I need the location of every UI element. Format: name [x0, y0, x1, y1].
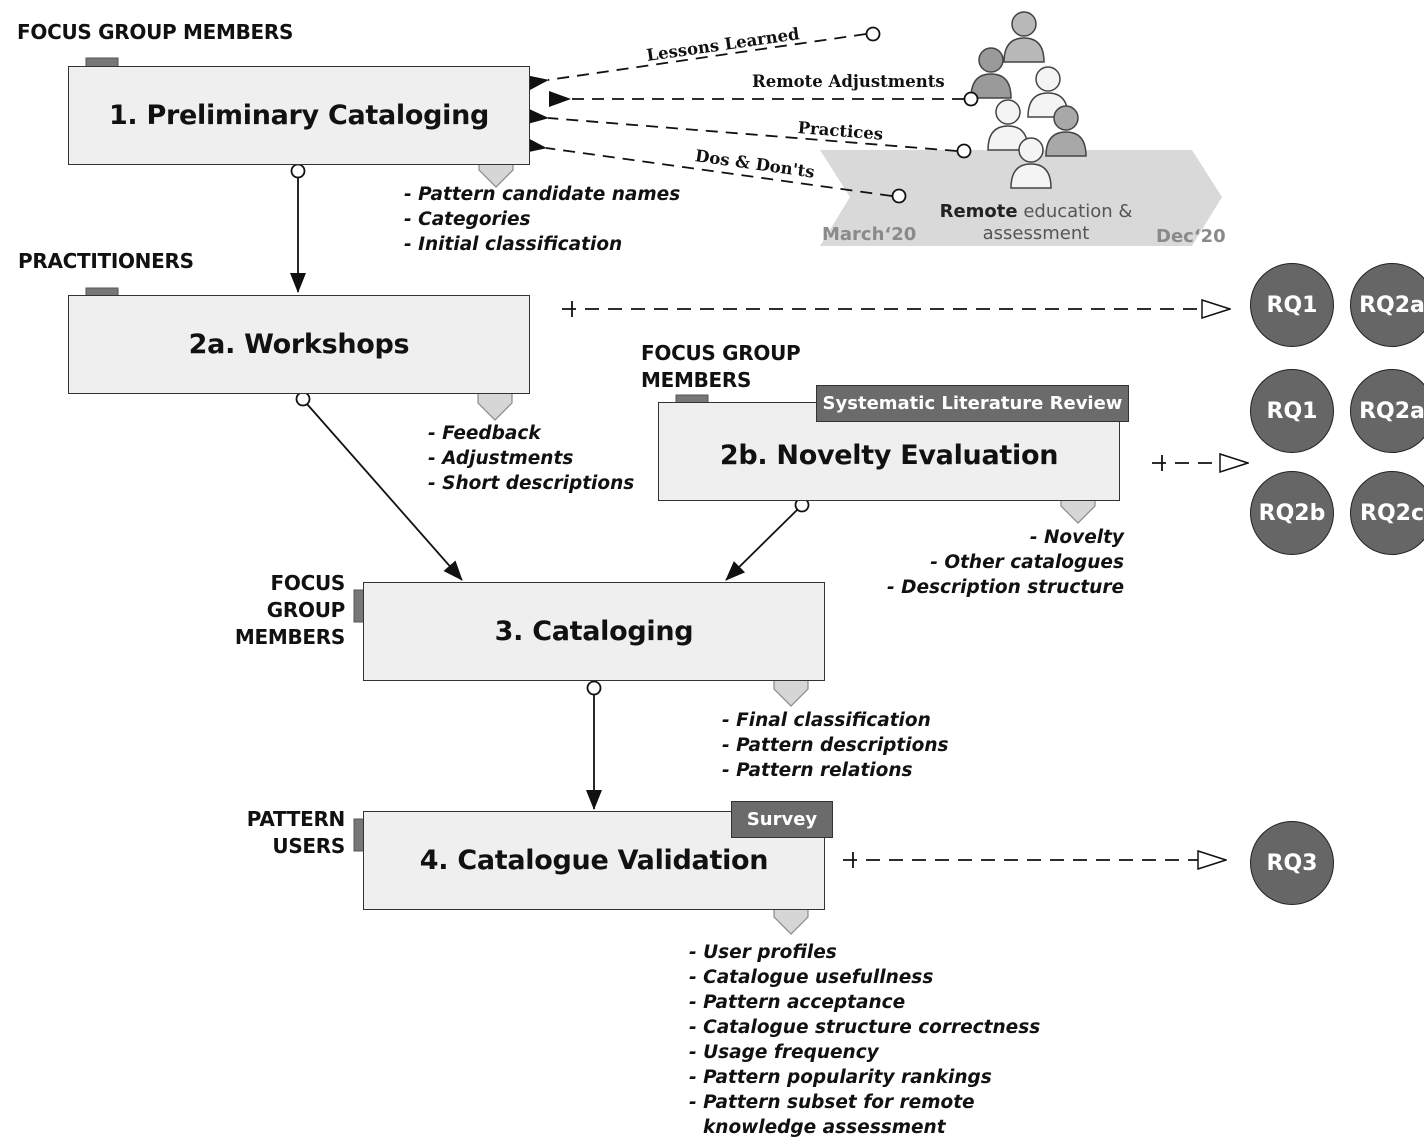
timeline-label-bold: Remote [939, 201, 1018, 222]
rq-circle: RQ2c [1350, 471, 1424, 555]
output-item: - Novelty [1029, 527, 1124, 548]
practices-arrow [526, 108, 958, 152]
timeline-end-date: Dec‘20 [1156, 226, 1226, 247]
timeline-label: Remote education & assessment [936, 201, 1136, 245]
rq-circle: RQ2a [1350, 263, 1424, 347]
tag-systematic-literature-review: Systematic Literature Review [816, 385, 1129, 422]
dos-donts-arrow [524, 137, 893, 197]
role-line: FOCUS [270, 571, 346, 595]
feedback-arrows [524, 26, 979, 204]
output-item: - Categories [404, 209, 531, 230]
flow-2a-to-3 [306, 403, 463, 581]
role-line: MEMBERS [234, 625, 345, 649]
output-item: - Other catalogues [930, 552, 1124, 573]
role-line: FOCUS GROUP [641, 341, 801, 365]
timeline-label-rest: education & [1017, 201, 1133, 222]
output-item: - Description structure [886, 577, 1124, 598]
timeline-start-date: March‘20 [822, 224, 917, 245]
output-item: - Pattern relations [722, 760, 913, 781]
lessons-learned-arrow [526, 33, 867, 91]
rq-circle: RQ1 [1250, 369, 1334, 453]
step-3-outputs: - Final classification - Pattern descrip… [722, 708, 949, 783]
output-item: - Catalogue usefullness [689, 967, 934, 988]
output-item: - Short descriptions [428, 473, 635, 494]
output-item: - Feedback [428, 423, 541, 444]
step-2a-box: 2a. Workshops [68, 295, 530, 394]
step-1-title: 1. Preliminary Cataloging [108, 100, 490, 131]
output-item: - Pattern subset for remote [689, 1092, 975, 1113]
role-focus-group-3: FOCUS GROUP MEMBERS [225, 570, 345, 651]
step-1-outputs: - Pattern candidate names - Categories -… [404, 182, 680, 257]
role-line: GROUP [266, 598, 346, 622]
role-focus-group-members: FOCUS GROUP MEMBERS [17, 20, 294, 44]
step-2b-outputs: - Novelty - Other catalogues - Descripti… [880, 525, 1124, 600]
role-line: MEMBERS [641, 368, 752, 392]
step-4-outputs: - User profiles - Catalogue usefullness … [689, 940, 1040, 1137]
rq-arrows [562, 301, 1248, 868]
step-3-box: 3. Cataloging [363, 582, 825, 681]
role-line: USERS [272, 834, 345, 858]
rq-circle: RQ1 [1250, 263, 1334, 347]
rq-circle: RQ3 [1250, 821, 1334, 905]
step-4-title: 4. Catalogue Validation [419, 845, 769, 876]
feedback-label-remote-adjustments: Remote Adjustments [752, 72, 945, 91]
role-pattern-users: PATTERN USERS [225, 806, 346, 860]
timeline-band [820, 150, 1222, 246]
step-2a-title: 2a. Workshops [188, 329, 410, 360]
output-item: - Pattern popularity rankings [689, 1067, 992, 1088]
step-2a-outputs: - Feedback - Adjustments - Short descrip… [428, 421, 634, 496]
output-item: - Adjustments [428, 448, 574, 469]
rq-circle: RQ2a [1350, 369, 1424, 453]
step-3-title: 3. Cataloging [494, 616, 694, 647]
flow-arrows [290, 163, 810, 810]
output-item: - Final classification [722, 710, 931, 731]
output-item: knowledge assessment [703, 1117, 946, 1137]
step-1-box: 1. Preliminary Cataloging [68, 66, 530, 165]
step-2b-title: 2b. Novelty Evaluation [719, 440, 1059, 471]
role-focus-group-2b: FOCUS GROUP MEMBERS [641, 340, 801, 394]
timeline-label-line2: assessment [982, 223, 1090, 244]
role-practitioners: PRACTITIONERS [18, 249, 194, 273]
rq-circle: RQ2b [1250, 471, 1334, 555]
output-item: - Pattern candidate names [404, 184, 681, 205]
output-item: - Initial classification [404, 234, 623, 255]
role-line: PATTERN [246, 807, 346, 831]
output-item: - Pattern acceptance [689, 992, 906, 1013]
people-cluster-icon [970, 11, 1087, 189]
output-item: - User profiles [689, 942, 837, 963]
output-item: - Usage frequency [689, 1042, 879, 1063]
tag-survey: Survey [731, 801, 833, 838]
output-item: - Catalogue structure correctness [689, 1017, 1041, 1038]
flow-2b-to-3 [725, 509, 798, 581]
output-item: - Pattern descriptions [722, 735, 949, 756]
